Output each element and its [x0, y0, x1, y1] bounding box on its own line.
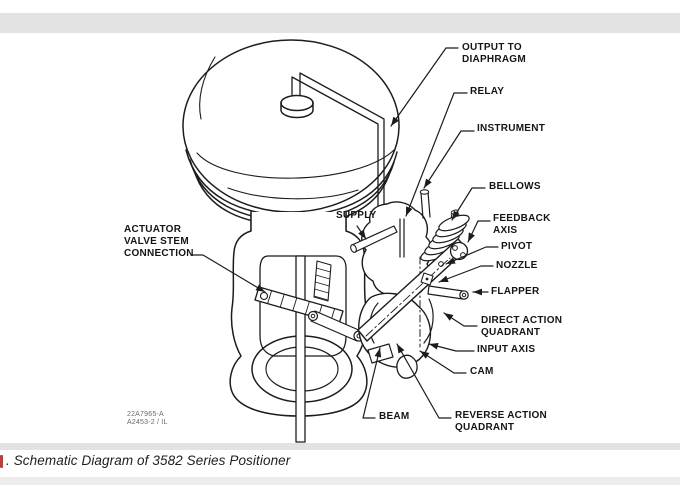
- label-nozzle: NOZZLE: [496, 260, 538, 271]
- figure-caption: . Schematic Diagram of 3582 Series Posit…: [6, 453, 291, 468]
- label-cam: CAM: [470, 366, 494, 377]
- top-separator-band: [0, 13, 680, 33]
- label-supply: SUPPLY: [336, 210, 377, 221]
- label-input-axis: INPUT AXIS: [477, 344, 536, 355]
- figure-number-accent: [0, 455, 3, 468]
- control-valve-yoke-drawing: [230, 212, 367, 442]
- label-instrument: INSTRUMENT: [477, 123, 546, 134]
- label-pivot: PIVOT: [501, 241, 533, 252]
- label-output-to-diaphragm: OUTPUT TO DIAPHRAGM: [462, 42, 526, 65]
- label-direct-action-quadrant: DIRECT ACTION QUADRANT: [481, 315, 563, 338]
- label-reverse-action-quadrant: REVERSE ACTION QUADRANT: [455, 410, 548, 433]
- leader-lines: [191, 48, 498, 418]
- actuator-dome-drawing: [183, 40, 399, 232]
- positioner-mechanism-drawing: [350, 190, 471, 378]
- label-relay: RELAY: [470, 86, 505, 97]
- label-actuator-valve-stem-connection: ACTUATOR VALVE STEM CONNECTION: [124, 224, 194, 259]
- label-bellows: BELLOWS: [489, 181, 541, 192]
- label-beam: BEAM: [379, 411, 410, 422]
- drawing-number: 22A7965-A A2453-2 / IL: [127, 411, 168, 427]
- label-feedback-axis: FEEDBACK AXIS: [493, 213, 551, 236]
- label-flapper: FLAPPER: [491, 286, 540, 297]
- drawing-number-line1: 22A7965-A: [127, 411, 164, 418]
- caption-separator-band: [0, 443, 680, 450]
- bottom-edge-band: [0, 477, 680, 485]
- drawing-number-line2: A2453-2 / IL: [127, 419, 168, 426]
